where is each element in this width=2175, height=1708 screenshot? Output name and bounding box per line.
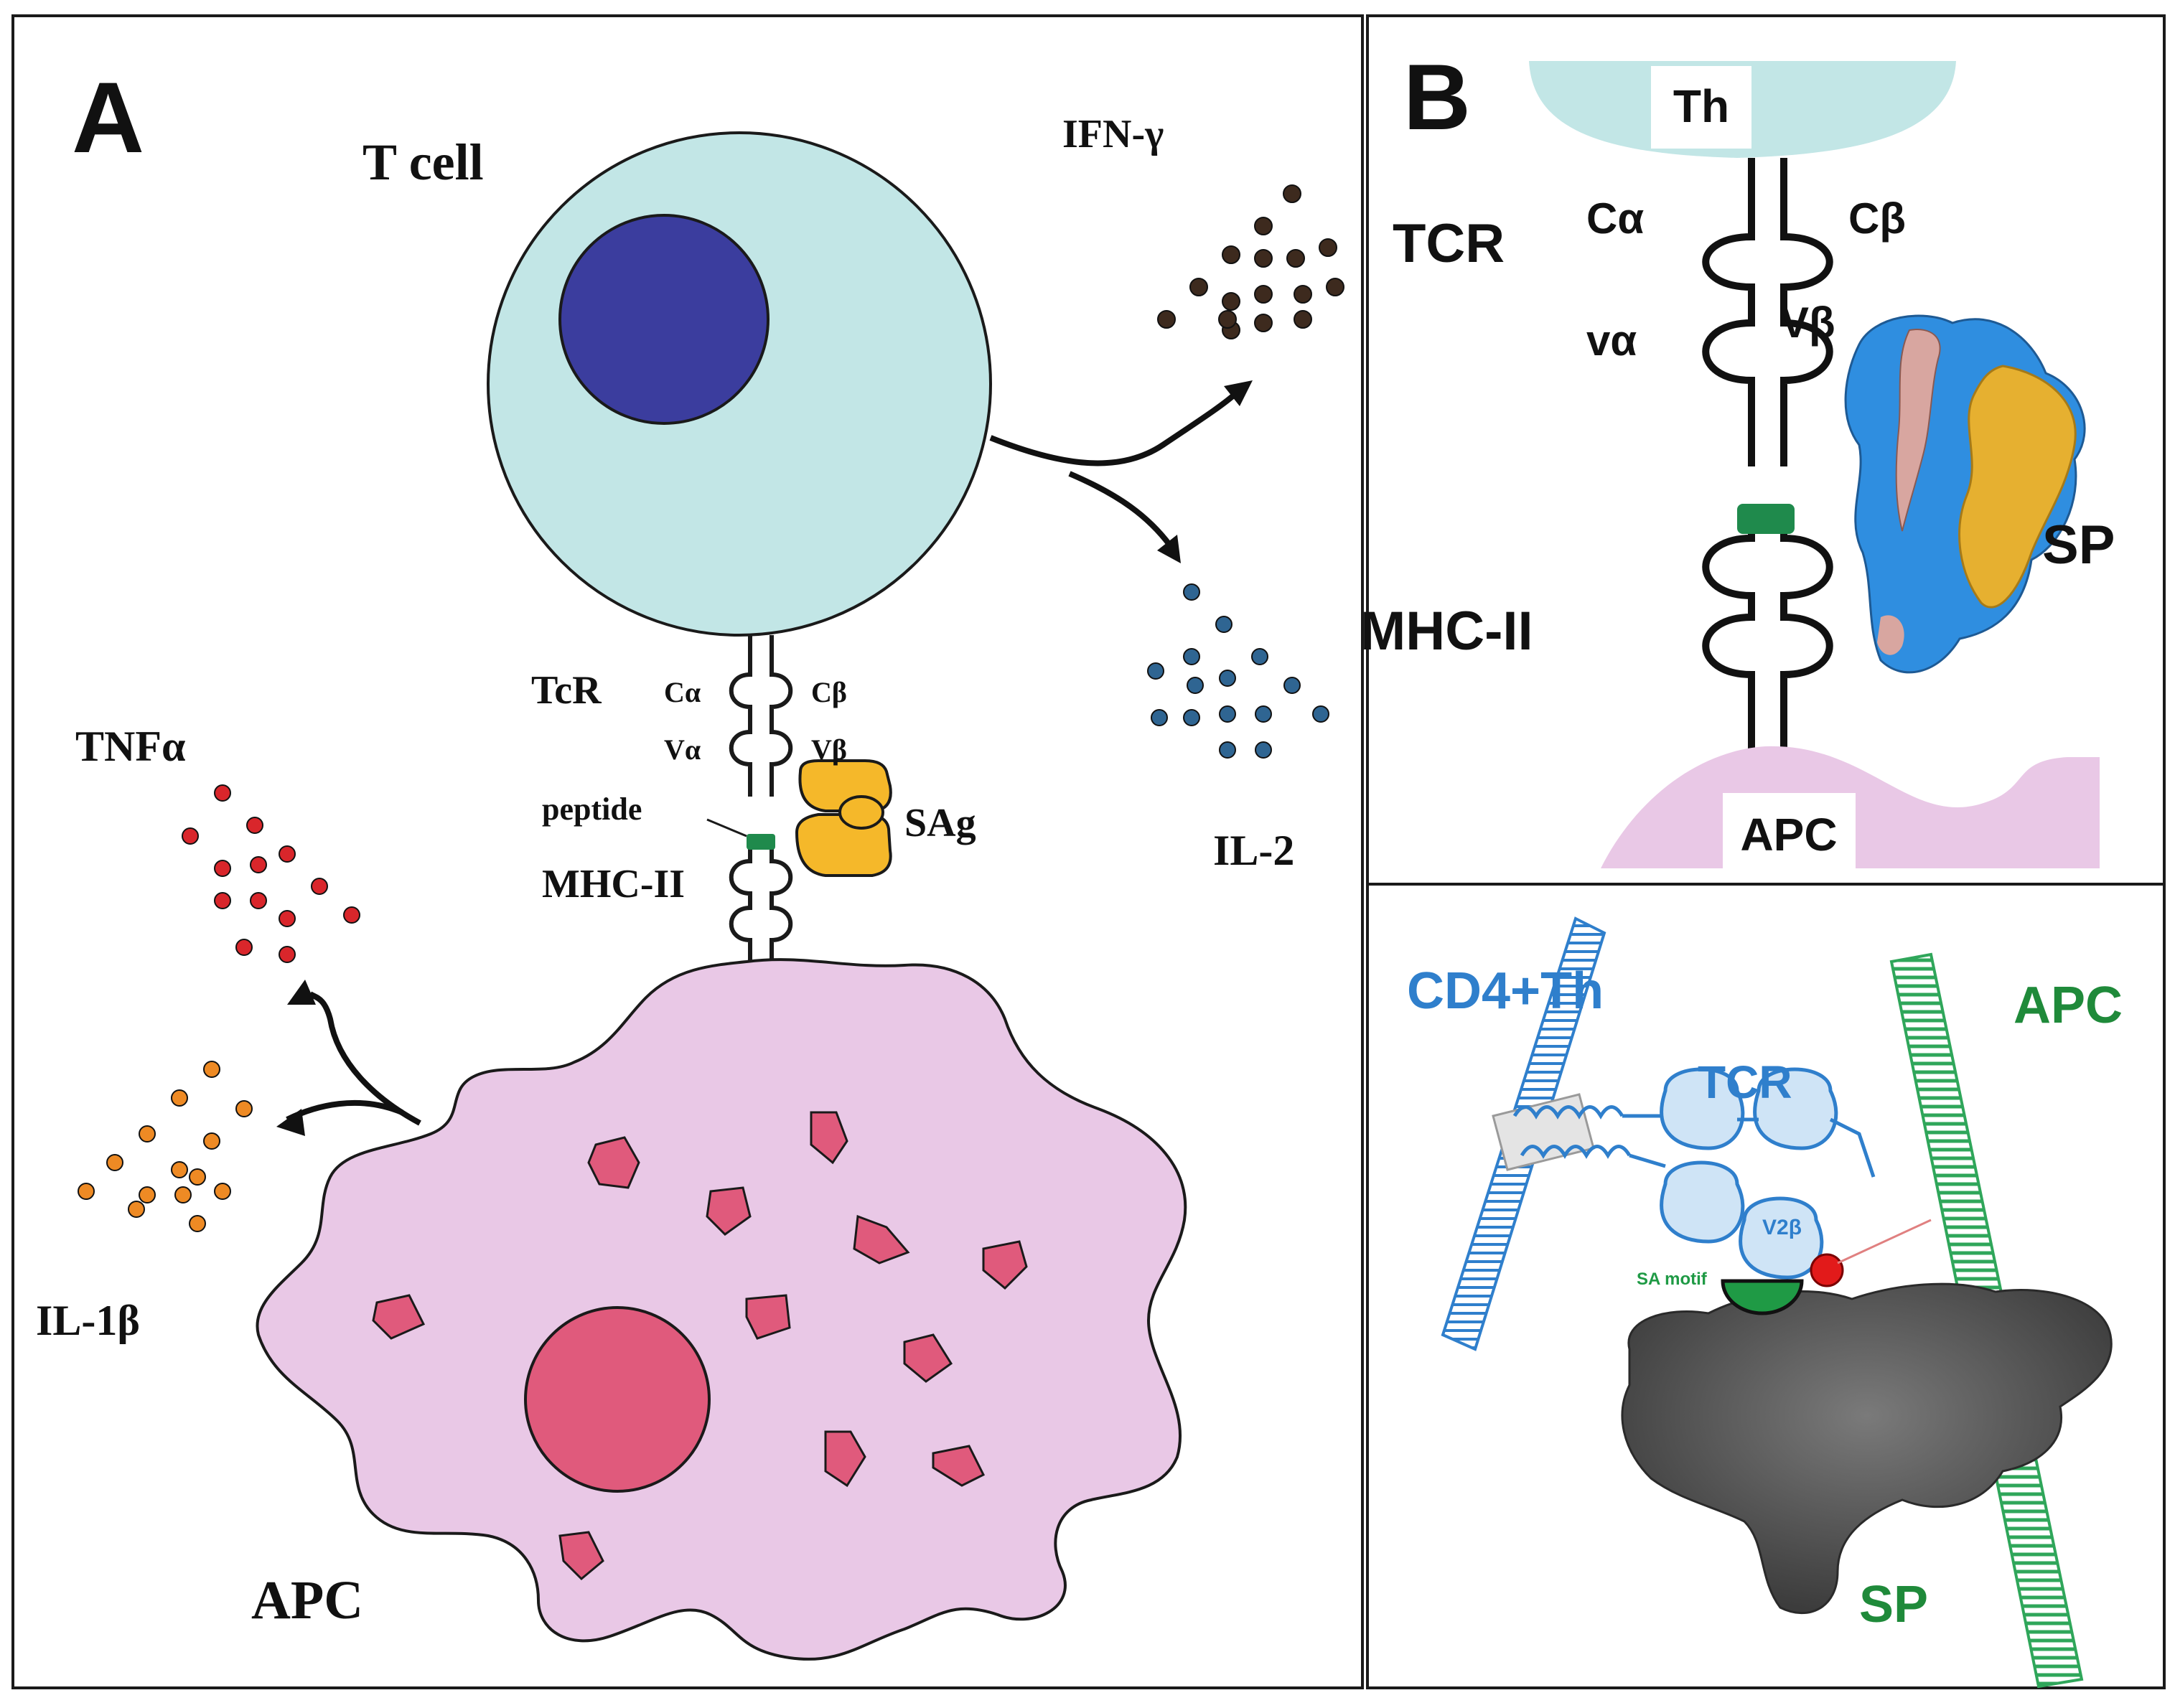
apc-organelles: [372, 1111, 1028, 1581]
panel-b-letter: B: [1403, 44, 1471, 149]
panel-b-apc-label: APC: [1740, 809, 1837, 860]
peptide: [747, 834, 775, 850]
mhc-label: MHC-II: [542, 862, 685, 906]
tcr-schematic: [1492, 1067, 1876, 1280]
th-label: Th: [1673, 80, 1729, 132]
panel-c-sp-label: SP: [1859, 1576, 1928, 1633]
sa-motif-label: SA motif: [1637, 1270, 1708, 1289]
ifn-gamma-dots: [1157, 184, 1344, 339]
panel-b-peptide: [1737, 504, 1795, 534]
apc-label: APC: [251, 1570, 363, 1630]
t-cell-label: T cell: [362, 133, 484, 191]
peptide-pointer: [706, 818, 747, 837]
v2b-label: V2β: [1762, 1216, 1802, 1239]
arrowhead-il1: [276, 1109, 305, 1136]
panel-b-mhc-label: MHC-II: [1360, 601, 1533, 662]
panel-b-sp-label: SP: [2042, 515, 2115, 576]
c-alpha-label: Cα: [664, 676, 701, 708]
panel-b-v-beta: Vβ: [1780, 299, 1835, 347]
sa-motif-domain: [1721, 1279, 1804, 1315]
il1-beta-dots: [78, 1061, 253, 1232]
panel-c-tcr-label: TCR: [1698, 1056, 1792, 1108]
panel-b-apc-label-box: [1723, 793, 1856, 868]
panel-b-c-alpha: Cα: [1586, 194, 1644, 243]
tcr-label: TcR: [531, 668, 602, 713]
tnf-alpha-label: TNFα: [75, 723, 186, 770]
c-beta-label: Cβ: [811, 676, 847, 708]
il2-label: IL-2: [1213, 827, 1294, 874]
v-alpha-label: Vα: [664, 733, 701, 766]
panel-b-tcr-label: TCR: [1393, 213, 1505, 274]
superantigen: [795, 759, 892, 877]
sag-label: SAg: [904, 801, 976, 845]
panel-b-c-beta: Cβ: [1848, 194, 1906, 243]
arrowhead-il2: [1157, 535, 1181, 563]
t-cell-nucleus: [558, 214, 770, 425]
arrowhead-ifn: [1224, 380, 1253, 406]
panel-b-tcr-mhc: [1702, 158, 1833, 761]
arrowhead-tnf: [287, 980, 316, 1005]
il1-beta-label: IL-1β: [36, 1297, 140, 1344]
v-beta-label: Vβ: [811, 733, 847, 766]
th-label-box: [1651, 66, 1751, 149]
spike-protein: [1844, 314, 2086, 674]
cd4th-label: CD4+Th: [1407, 962, 1604, 1020]
tcr-mhc-complex: [729, 635, 793, 962]
apc-nucleus: [524, 1306, 711, 1493]
spike-protein-surface: [1621, 1282, 2113, 1615]
tnf-alpha-dots: [182, 784, 360, 963]
binding-site-marker: [1810, 1253, 1844, 1287]
apc-cell: [256, 958, 1187, 1661]
il2-dots: [1147, 583, 1329, 759]
ifn-gamma-label: IFN-γ: [1062, 112, 1164, 156]
binding-site-pointer: [1837, 1219, 1932, 1264]
panel-a-letter: A: [72, 61, 144, 174]
t-cell-secretion-arrows: [989, 389, 1240, 548]
panel-c-apc-label: APC: [2013, 977, 2123, 1034]
panel-b-v-alpha: vα: [1586, 316, 1637, 365]
peptide-label: peptide: [542, 792, 642, 827]
